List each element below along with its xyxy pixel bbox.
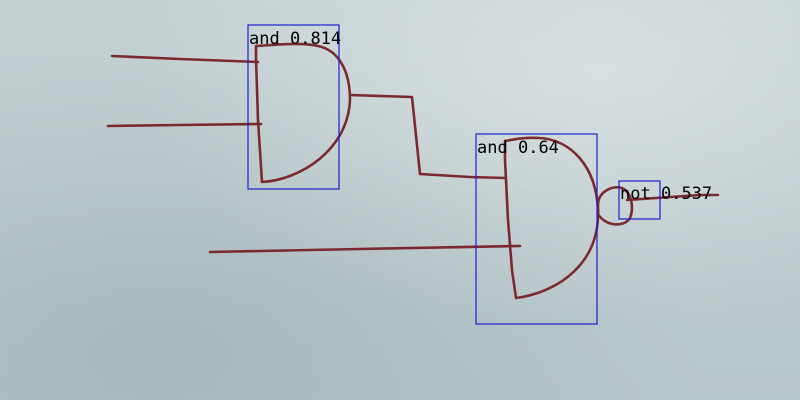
and-gate-2-shape <box>503 136 600 300</box>
detection-label-and-2: and 0.64 <box>477 140 559 157</box>
input-wire-c <box>208 244 522 254</box>
connecting-wire <box>348 93 507 180</box>
detection-score: 0.814 <box>289 29 342 49</box>
input-wire-a <box>110 54 260 64</box>
detection-class: and <box>477 138 508 158</box>
not-bubble-shape <box>596 186 634 226</box>
detection-score: 0.537 <box>660 184 713 204</box>
bbox-not-1 <box>618 180 661 220</box>
input-wire-b <box>106 122 263 128</box>
detection-label-not-1: not 0.537 <box>620 186 712 203</box>
and-gate-1-shape <box>254 42 352 184</box>
bbox-and-1 <box>247 24 340 190</box>
detection-class: not <box>620 184 651 204</box>
bbox-and-2 <box>475 133 598 325</box>
detection-score: 0.64 <box>517 138 559 158</box>
detection-class: and <box>249 29 280 49</box>
output-wire <box>625 193 720 202</box>
detection-label-and-1: and 0.814 <box>249 31 341 48</box>
